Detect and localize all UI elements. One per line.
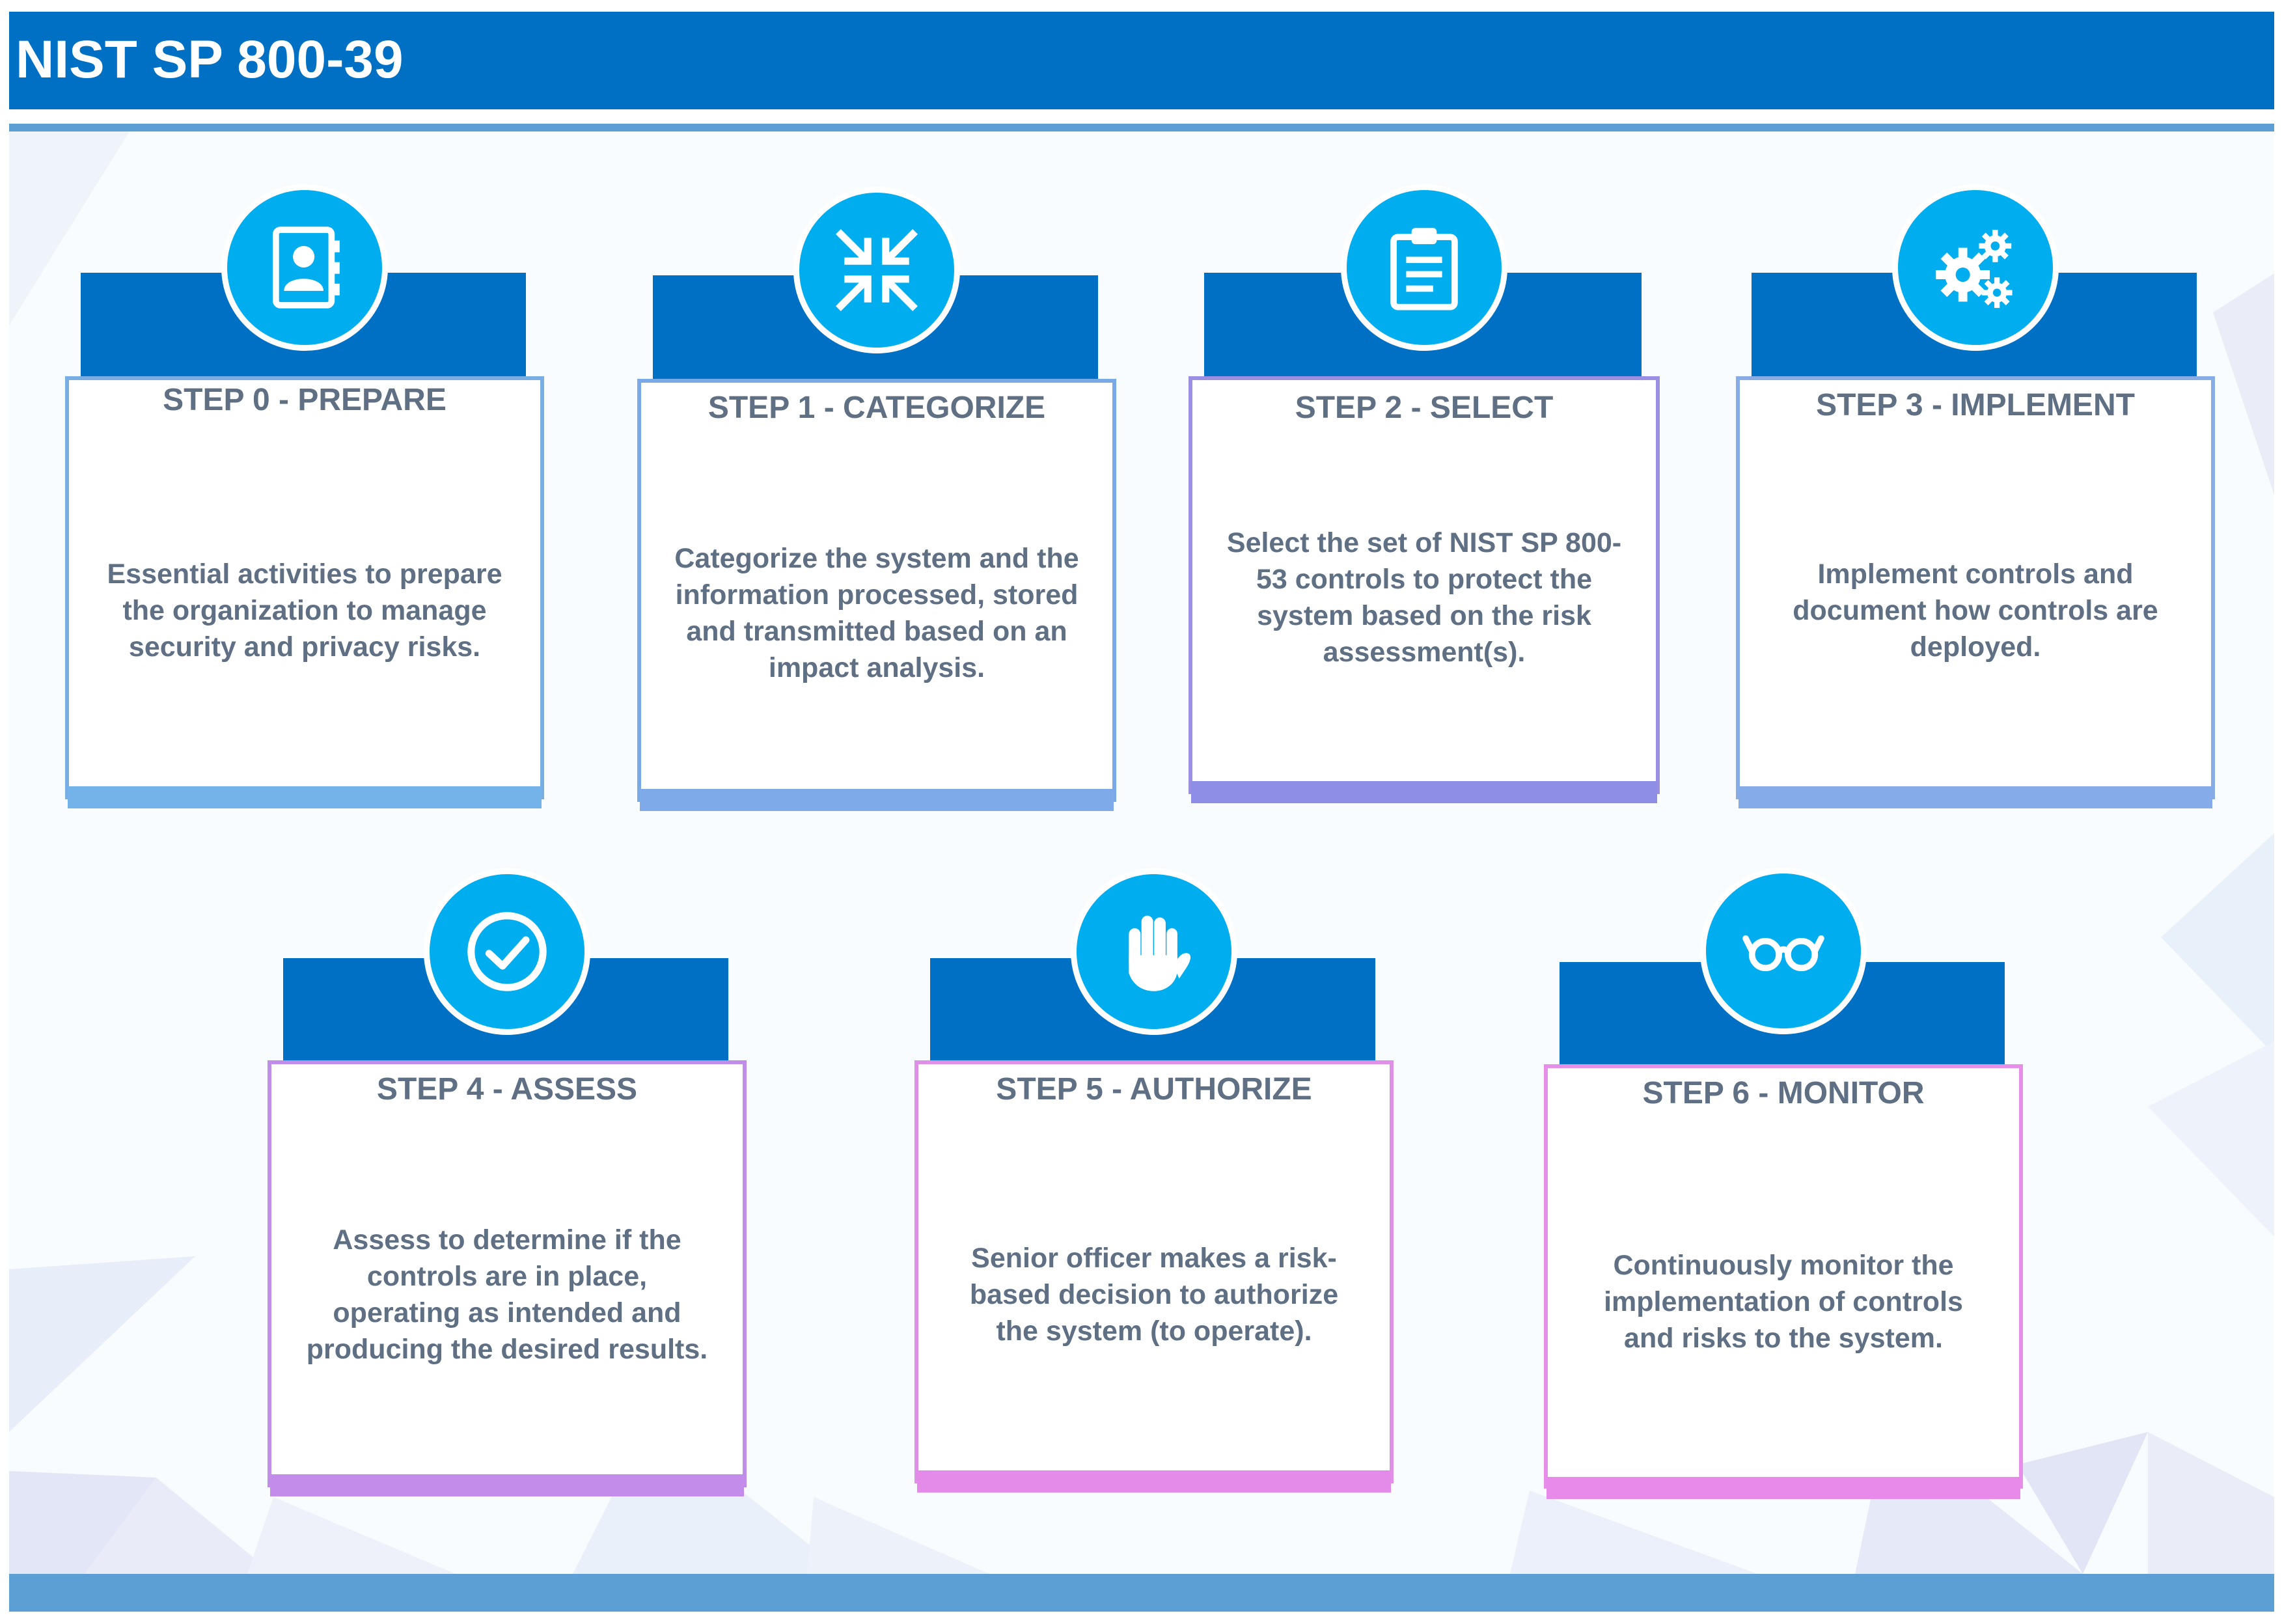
step-card-body — [1189, 376, 1660, 794]
step-card-base — [1191, 781, 1657, 803]
step-icon-circle — [1892, 184, 2059, 351]
step-card-base — [1739, 786, 2212, 808]
step-card-base — [270, 1474, 744, 1496]
step-title: STEP 0 - PREPARE — [163, 383, 447, 417]
step-card-base — [1547, 1477, 2020, 1499]
compress-arrows-icon — [835, 228, 918, 312]
step-icon-circle — [793, 187, 960, 353]
step-6-card: STEP 6 - MONITOR Continuously monitor th… — [1544, 868, 2023, 1499]
step-card-body — [1544, 1064, 2023, 1489]
hand-icon — [1129, 915, 1191, 991]
step-description: Essential activities to prepare the orga… — [107, 558, 502, 663]
step-2-card: STEP 2 - SELECT Select the set of NIST S… — [1189, 184, 1660, 810]
step-title: STEP 2 - SELECT — [1295, 391, 1554, 425]
step-title: STEP 6 - MONITOR — [1642, 1076, 1925, 1110]
glasses-icon — [1742, 935, 1824, 972]
step-description: Implement controls and document how cont… — [1793, 558, 2158, 663]
step-icon-circle — [221, 184, 388, 351]
step-title: STEP 1 - CATEGORIZE — [708, 391, 1046, 425]
step-title: STEP 3 - IMPLEMENT — [1816, 388, 2135, 422]
title-divider — [9, 124, 2274, 131]
step-icon-circle — [424, 868, 590, 1035]
step-title: STEP 5 - AUTHORIZE — [996, 1072, 1312, 1107]
step-card-body — [637, 379, 1116, 802]
step-icon-circle — [1700, 868, 1867, 1034]
step-card-base — [68, 786, 542, 808]
clipboard-icon — [1390, 228, 1458, 310]
footer-bar — [9, 1574, 2274, 1612]
step-card-base — [640, 789, 1114, 811]
step-0-card: STEP 0 - PREPARE Essential activities to… — [65, 184, 544, 810]
title-bar: NIST SP 800-39 — [9, 12, 2274, 109]
step-description: Assess to determine if the controls are … — [306, 1224, 708, 1365]
step-description: Continuously monitor the implementation … — [1604, 1250, 1963, 1354]
step-icon-circle — [1341, 184, 1507, 351]
step-1-card: STEP 1 - CATEGORIZE Categorize the syste… — [637, 187, 1116, 813]
step-description: Select the set of NIST SP 800-53 control… — [1226, 527, 1622, 668]
check-circle-icon — [467, 912, 547, 991]
page-title: NIST SP 800-39 — [16, 30, 404, 89]
step-description: Senior officer makes a risk-based decisi… — [969, 1243, 1339, 1347]
step-3-card: STEP 3 - IMPLEMENT Implement controls an… — [1736, 184, 2215, 810]
step-description: Categorize the system and the informatio… — [674, 543, 1079, 683]
step-card-body — [65, 376, 544, 799]
contact-book-icon — [273, 227, 340, 309]
step-card-base — [917, 1470, 1391, 1493]
step-5-card: STEP 5 - AUTHORIZE Senior officer makes … — [914, 868, 1394, 1494]
step-card-body — [268, 1060, 747, 1487]
step-title: STEP 4 - ASSESS — [376, 1072, 638, 1107]
step-4-card: STEP 4 - ASSESS Assess to determine if t… — [268, 868, 747, 1496]
step-icon-circle — [1071, 868, 1237, 1035]
step-card-body — [914, 1060, 1394, 1483]
gears-icon — [1936, 230, 2013, 309]
